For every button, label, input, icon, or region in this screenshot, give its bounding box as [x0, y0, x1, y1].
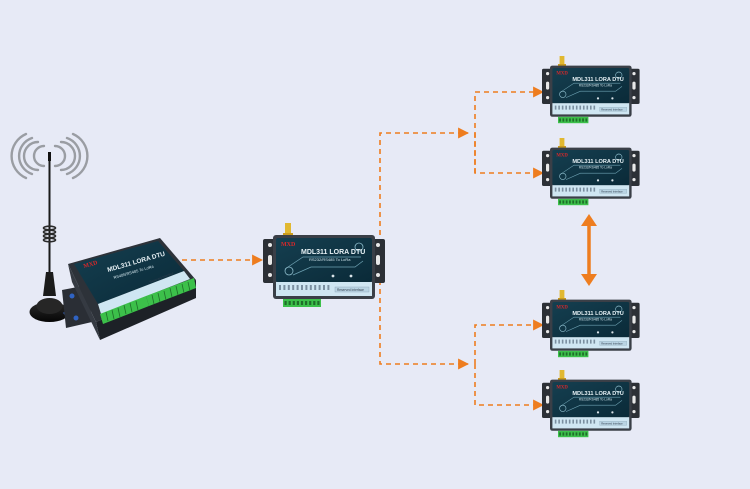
device-panel [552, 302, 630, 338]
device-subtitle: RS232/RS485 To LoRa [579, 165, 612, 169]
decor-icon [615, 385, 623, 393]
device-brand: MXD [83, 260, 99, 270]
wireless-signal-icon [10, 132, 89, 180]
device-interface-label: Reserved Interface [601, 107, 623, 111]
bidirectional-arrow [581, 214, 597, 286]
device-panel [276, 238, 372, 282]
device-model: MDL311 LORA DTU [572, 77, 623, 83]
device-model: MDL311 LORA DTU [572, 311, 623, 317]
led-indicator [611, 331, 614, 334]
device-panel [552, 150, 630, 186]
device-subtitle: RS232/RS485 To LoRa [579, 397, 612, 401]
antenna-connector [559, 138, 565, 150]
led-indicator [611, 411, 614, 414]
decor-icon [615, 71, 623, 79]
device-panel [552, 68, 630, 104]
led-indicator [596, 331, 600, 334]
device-brand: MXD [556, 385, 568, 390]
antenna-connector [559, 370, 565, 382]
led-indicator [611, 179, 614, 182]
link-upper-node1 [474, 86, 545, 173]
device-interface-label: Reserved Interface [601, 421, 623, 425]
device-model: MDL311 LORA DTU [301, 249, 365, 256]
decor-icon [559, 172, 567, 180]
device-brand: MXD [556, 71, 568, 76]
decor-icon [615, 305, 623, 313]
device-brand: MXD [281, 242, 296, 248]
device-interface-label: Reserved Interface [601, 189, 623, 193]
decor-icon [284, 266, 294, 276]
terminal-block [558, 198, 589, 206]
led-indicator [331, 274, 335, 278]
device-brand: MXD [556, 305, 568, 310]
antenna-coil [42, 225, 57, 243]
led-indicator [596, 411, 600, 414]
device-subtitle: RS232/RS485 To LoRa [579, 317, 612, 321]
link-relay-upper [379, 127, 470, 262]
decor-icon [354, 242, 364, 252]
link-relay-lower [379, 262, 470, 370]
antenna-connector [559, 56, 565, 68]
device-interface-label: Reserved Interface [337, 288, 364, 292]
device-panel [552, 382, 630, 418]
terminal-block [558, 116, 589, 124]
antenna-connector [285, 223, 291, 237]
led-indicator [611, 97, 614, 100]
device-model: MDL311 LORA DTU [572, 159, 623, 165]
link-lower-node4 [474, 364, 545, 411]
terminal-block [558, 430, 589, 438]
terminal-block [283, 299, 321, 307]
device-subtitle: RS232/RS485 To LoRa [579, 83, 612, 87]
antenna [10, 132, 89, 322]
decor-icon [559, 90, 567, 98]
led-indicator [596, 179, 600, 182]
connectors [182, 86, 545, 411]
decor-icon [559, 324, 567, 332]
device-interface-label: Reserved Interface [601, 341, 623, 345]
decor-icon [615, 153, 623, 161]
link-lower-node3 [474, 319, 545, 364]
terminal-block [558, 350, 589, 358]
device-brand: MXD [556, 153, 568, 158]
device-gateway[interactable]: MXD MDL311 LORA DTU RS485/RS485 To LoRa … [62, 238, 196, 340]
device-subtitle: RS232/RS485 To LoRa [309, 257, 351, 262]
decor-icon [559, 404, 567, 412]
link-upper-node2 [474, 133, 545, 179]
led-indicator [596, 97, 600, 100]
led-indicator [349, 274, 353, 278]
antenna-connector [559, 290, 565, 302]
device-model: MDL311 LORA DTU [572, 391, 623, 397]
